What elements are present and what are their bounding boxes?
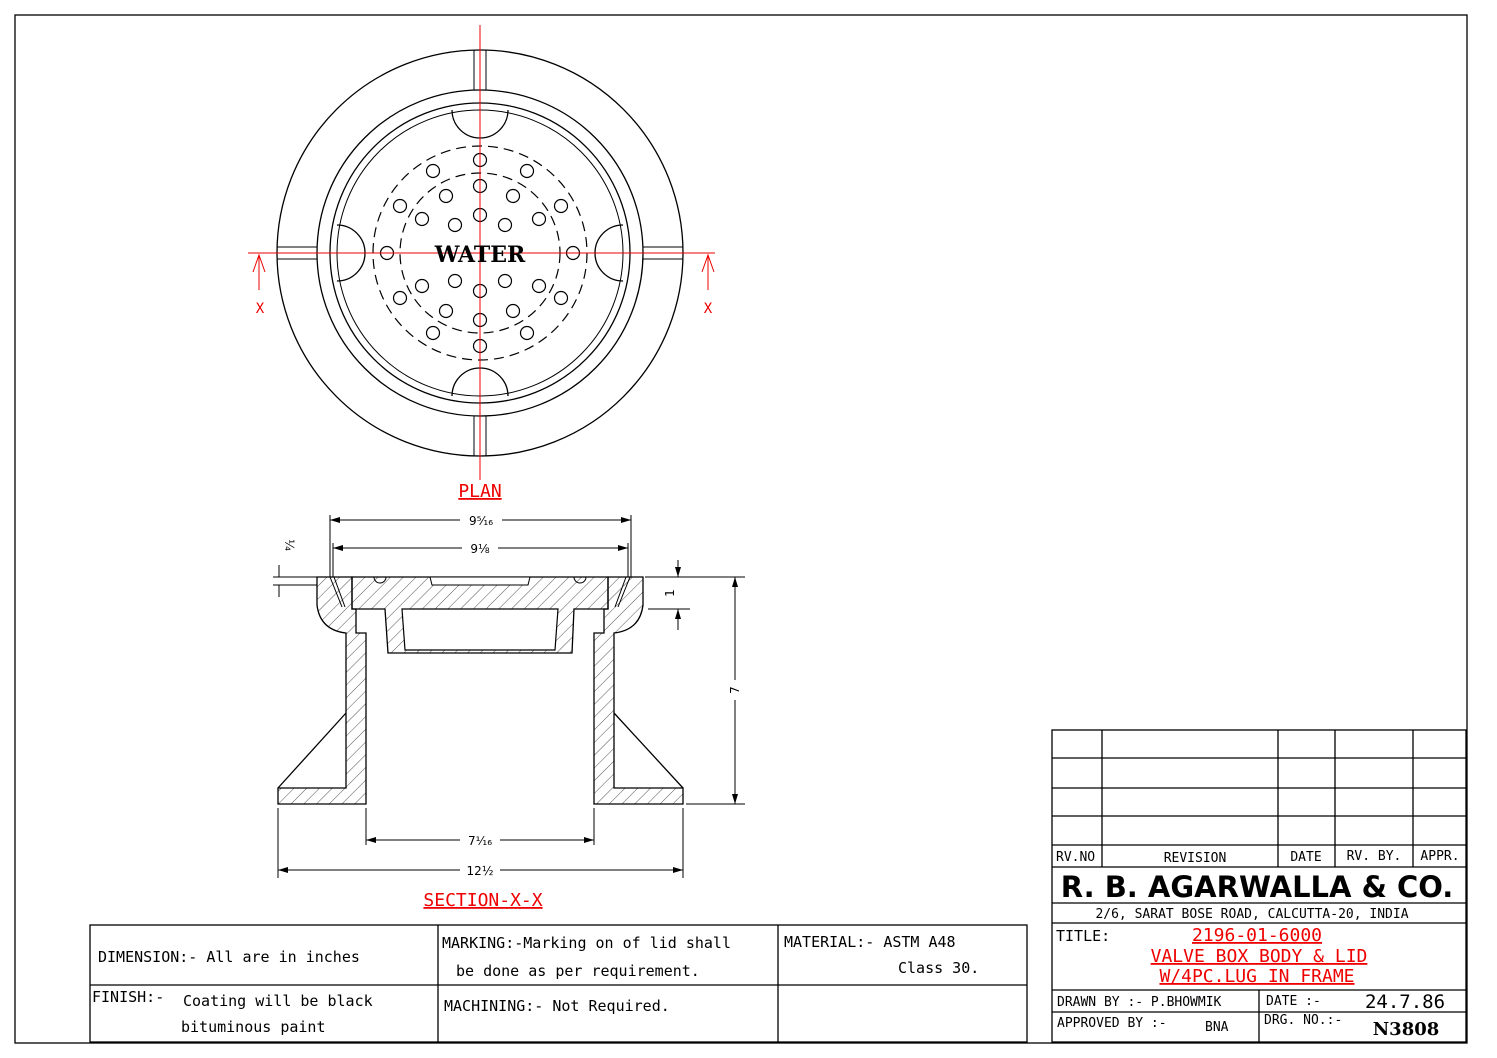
- dim-height: 7: [728, 686, 742, 694]
- title-label: TITLE:: [1056, 927, 1110, 945]
- drain-hole: [425, 325, 441, 341]
- body-left-section: [277, 576, 367, 805]
- drain-hole: [447, 217, 463, 233]
- dim-lid-depth: 1: [663, 589, 677, 597]
- section-mark-left: X: [256, 301, 265, 317]
- header-revision: REVISION: [1164, 851, 1227, 866]
- drain-hole: [392, 290, 408, 306]
- drain-hole: [553, 290, 569, 306]
- gusset-right: [613, 712, 684, 789]
- header-appr: APPR.: [1420, 849, 1459, 864]
- drawing-no-label: DRG. NO.:-: [1264, 1013, 1342, 1028]
- section-arrow-left: [252, 253, 266, 290]
- title-line-2: VALVE BOX BODY & LID: [1151, 946, 1368, 967]
- drain-hole: [414, 278, 430, 294]
- note-material-1: MATERIAL:- ASTM A48: [784, 933, 956, 951]
- note-dimension: DIMENSION:- All are in inches: [98, 948, 360, 966]
- drain-hole: [392, 198, 408, 214]
- body-right-section: [593, 576, 684, 805]
- notes-table: DIMENSION:- All are in inches MARKING:-M…: [89, 924, 1028, 1043]
- header-rv-no: RV.NO: [1056, 850, 1095, 865]
- title-block: RV.NO REVISION DATE RV. BY. APPR. R. B. …: [1051, 729, 1467, 1043]
- note-marking-2: be done as per requirement.: [456, 962, 700, 980]
- header-rv-by: RV. BY.: [1347, 849, 1402, 864]
- note-finish-1: Coating will be black: [183, 992, 373, 1010]
- approved-by-value: BNA: [1205, 1020, 1229, 1035]
- company-address: 2/6, SARAT BOSE ROAD, CALCUTTA-20, INDIA: [1095, 907, 1408, 922]
- lid-holes: [373, 576, 587, 584]
- drawing-no-value: N3808: [1373, 1019, 1440, 1040]
- note-material-2: Class 30.: [898, 959, 979, 977]
- note-machining: MACHINING:- Not Required.: [444, 997, 670, 1015]
- drain-hole: [497, 217, 513, 233]
- note-finish-label: FINISH:-: [92, 988, 164, 1006]
- date-label: DATE :-: [1266, 994, 1321, 1009]
- drain-hole: [505, 303, 521, 319]
- gusset-left: [277, 712, 347, 789]
- dim-lip: ¼: [282, 539, 296, 551]
- plan-view: WATER X X PLAN: [248, 25, 715, 502]
- drain-hole: [447, 273, 463, 289]
- company-name: R. B. AGARWALLA & CO.: [1061, 870, 1454, 904]
- section-mark-right: X: [704, 301, 713, 317]
- lid-cavity: [401, 608, 559, 651]
- dimension-lines: [273, 515, 745, 878]
- section-view: 9⁵⁄₁₆ 9⅛ ¼ 1 7 7¹⁄₁₆ 12½ SECTION-X-X: [273, 514, 745, 911]
- revision-header: RV.NO REVISION DATE RV. BY. APPR.: [1056, 849, 1460, 866]
- drain-hole: [519, 163, 535, 179]
- title-line-3: W/4PC.LUG IN FRAME: [1159, 966, 1354, 987]
- dim-bore: 7¹⁄₁₆: [468, 834, 492, 848]
- dim-top-outer: 9⁵⁄₁₆: [469, 514, 493, 528]
- sheet-border: [14, 14, 1468, 1044]
- drain-hole: [438, 188, 454, 204]
- drain-hole: [438, 303, 454, 319]
- approved-by-label: APPROVED BY :-: [1057, 1016, 1167, 1031]
- drain-hole: [425, 163, 441, 179]
- drain-hole: [519, 325, 535, 341]
- note-marking-1: MARKING:-Marking on of lid shall: [442, 934, 731, 952]
- plan-label: PLAN: [458, 481, 501, 502]
- title-line-1: 2196-01-6000: [1192, 925, 1322, 946]
- header-date: DATE: [1290, 850, 1321, 865]
- section-arrow-right: [701, 253, 715, 290]
- dim-base: 12½: [467, 864, 494, 878]
- drain-hole: [531, 278, 547, 294]
- section-label: SECTION-X-X: [423, 890, 542, 911]
- drain-hole: [497, 273, 513, 289]
- drain-hole: [505, 188, 521, 204]
- note-finish-2: bituminous paint: [181, 1018, 326, 1036]
- drawn-by: DRAWN BY :- P.BHOWMIK: [1057, 995, 1222, 1010]
- lug-slots: [277, 50, 683, 456]
- lid-marking-text: WATER: [434, 242, 526, 268]
- drain-hole: [553, 198, 569, 214]
- dim-top-inner: 9⅛: [470, 542, 490, 556]
- drain-hole: [531, 211, 547, 227]
- taper-lines: [329, 576, 631, 608]
- lid-recess: [429, 576, 531, 586]
- drain-hole: [414, 211, 430, 227]
- date-value: 24.7.86: [1365, 991, 1445, 1013]
